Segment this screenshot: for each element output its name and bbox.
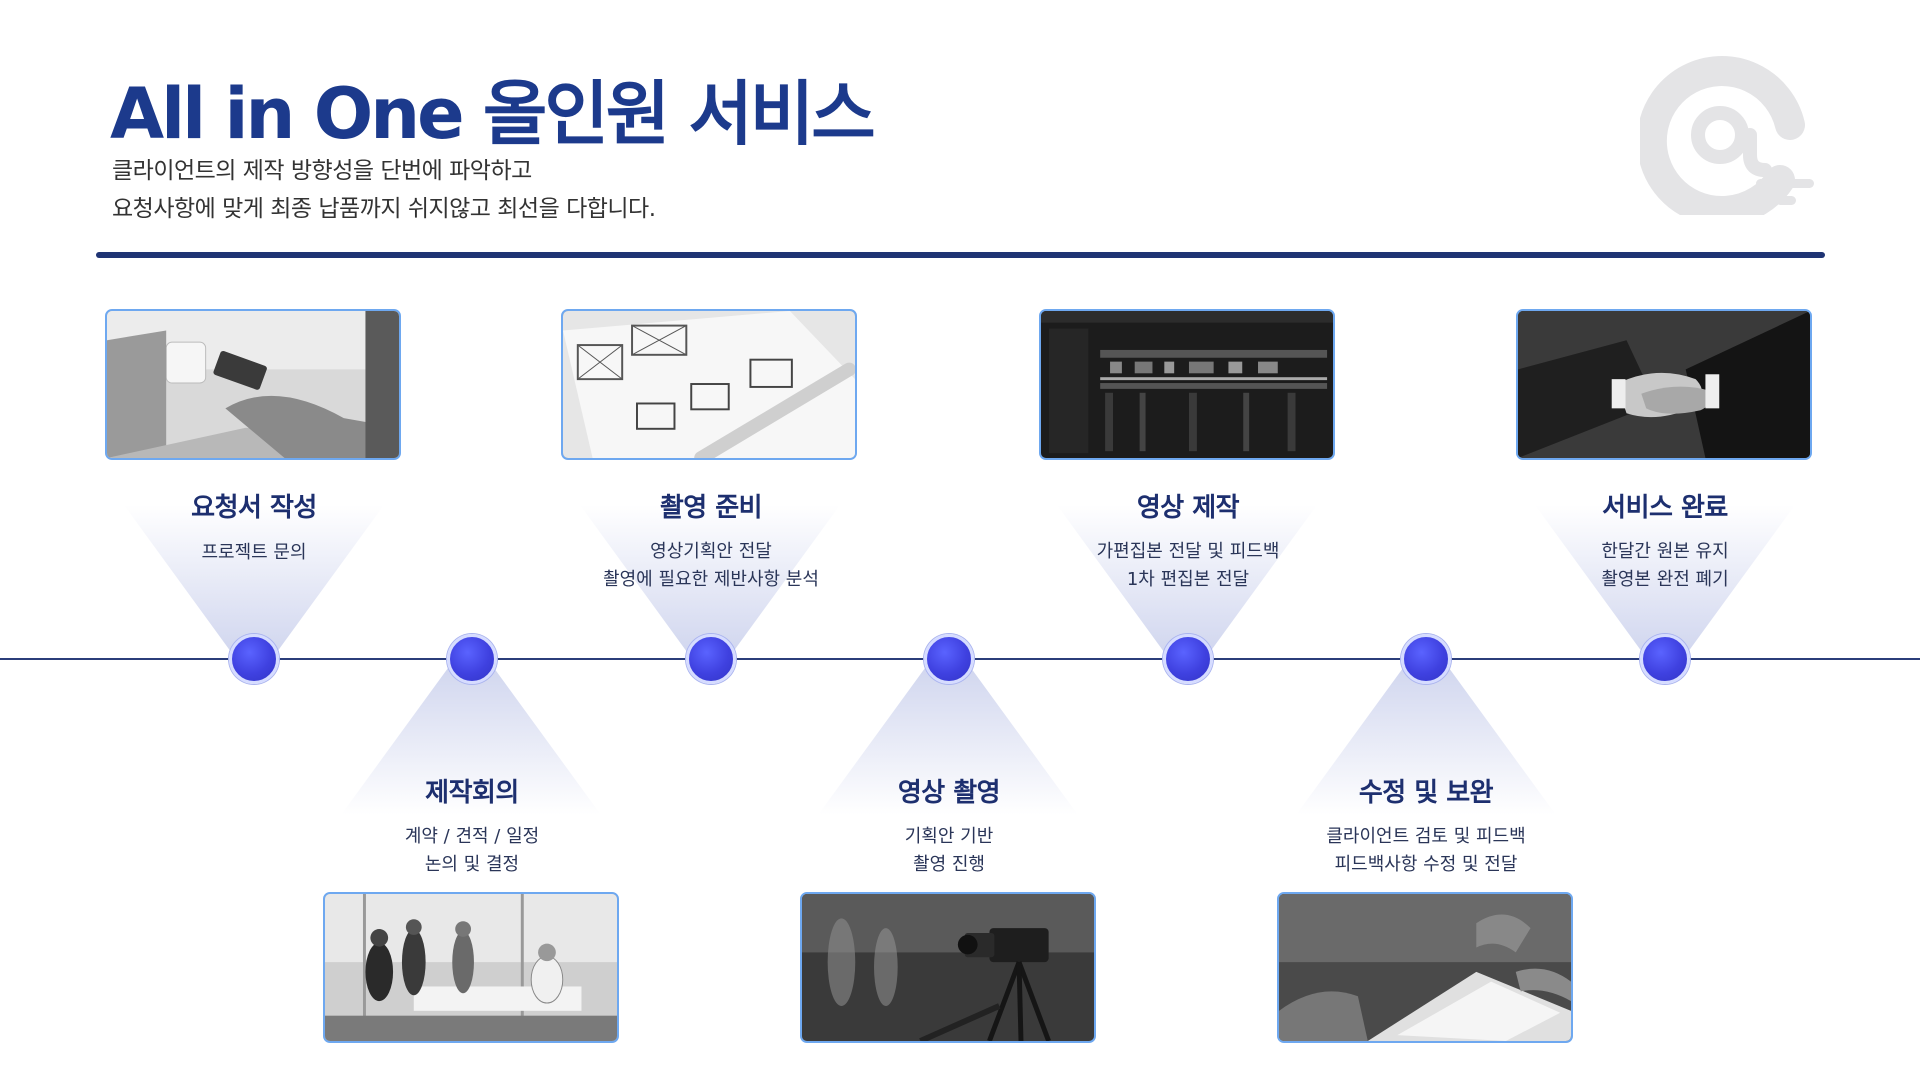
timeline-node	[229, 634, 279, 684]
step-title: 촬영 준비	[659, 493, 763, 523]
page-subtitle: 클라이언트의 제작 방향성을 단번에 파악하고 요청사항에 맞게 최종 납품까지…	[112, 152, 656, 228]
step-title: 영상 제작	[1136, 493, 1240, 523]
subtitle-line: 클라이언트의 제작 방향성을 단번에 파악하고	[112, 158, 532, 184]
step-description-line: 프로젝트 문의	[201, 542, 307, 563]
step-description: 영상기획안 전달 촬영에 필요한 제반사항 분석	[551, 538, 871, 594]
step-title: 서비스 완료	[1602, 493, 1728, 523]
tablet-review-photo	[1277, 892, 1573, 1043]
step-description-line: 영상기획안 전달	[650, 541, 772, 562]
timeline-node	[1163, 634, 1213, 684]
subtitle-line: 요청사항에 맞게 최종 납품까지 쉬지않고 최선을 다합니다.	[112, 196, 656, 222]
step-description: 계약 / 견적 / 일정 논의 및 결정	[312, 823, 632, 879]
step-description-line: 논의 및 결정	[424, 854, 520, 875]
step-description-line: 기획안 기반	[904, 826, 994, 847]
step-title: 수정 및 보완	[1358, 778, 1494, 808]
laptop-phone-photo	[105, 309, 401, 460]
step-description-line: 촬영본 완전 폐기	[1601, 569, 1729, 590]
step-description: 클라이언트 검토 및 피드백 피드백사항 수정 및 전달	[1266, 823, 1586, 879]
step-description: 한달간 원본 유지 촬영본 완전 폐기	[1505, 538, 1825, 594]
timeline-node	[1401, 634, 1451, 684]
step-description-line: 피드백사항 수정 및 전달	[1334, 854, 1518, 875]
editing-timeline-photo	[1039, 309, 1335, 460]
step-description: 프로젝트 문의	[94, 539, 414, 567]
step-description-line: 계약 / 견적 / 일정	[404, 826, 540, 847]
timeline-node	[686, 634, 736, 684]
header-divider	[96, 252, 1825, 258]
page-title: All in One 올인원 서비스	[110, 73, 876, 155]
spotlight-beam	[124, 505, 384, 655]
step-description-line: 촬영 진행	[913, 854, 985, 875]
step-description-line: 가편집본 전달 및 피드백	[1096, 541, 1280, 562]
step-description-line: 촬영에 필요한 제반사항 분석	[603, 569, 819, 590]
timeline-node	[1640, 634, 1690, 684]
wireframe-sketch-photo	[561, 309, 857, 460]
step-title: 영상 촬영	[897, 778, 1001, 808]
step-description-line: 클라이언트 검토 및 피드백	[1326, 826, 1526, 847]
step-description-line: 한달간 원본 유지	[1601, 541, 1729, 562]
timeline-node	[447, 634, 497, 684]
step-title: 제작회의	[425, 778, 519, 808]
step-description-line: 1차 편집본 전달	[1126, 569, 1250, 590]
step-title: 요청서 작성	[191, 493, 317, 523]
handshake-photo	[1516, 309, 1812, 460]
video-camera-photo	[800, 892, 1096, 1043]
timeline-node	[924, 634, 974, 684]
step-description: 기획안 기반 촬영 진행	[789, 823, 1109, 879]
step-description: 가편집본 전달 및 피드백 1차 편집본 전달	[1028, 538, 1348, 594]
brand-logo-icon	[1640, 56, 1814, 215]
office-meeting-photo	[323, 892, 619, 1043]
